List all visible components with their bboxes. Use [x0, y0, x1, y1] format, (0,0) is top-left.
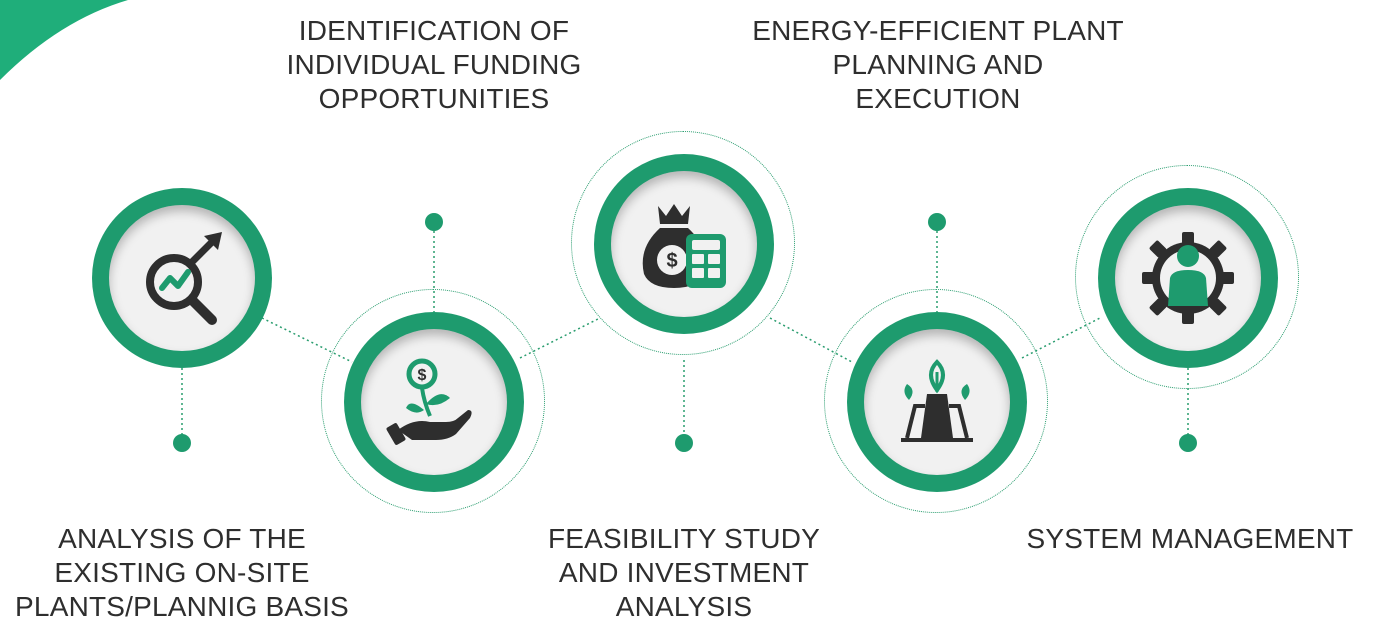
- step-2-node: $: [321, 289, 545, 513]
- stem-dot-2: [425, 213, 443, 231]
- stem-dot-5: [1179, 434, 1197, 452]
- money-plant-hand-icon: $: [386, 358, 472, 445]
- money-bag-calculator-icon: $: [642, 204, 726, 288]
- stem-dot-4: [928, 213, 946, 231]
- step-4-node: [824, 289, 1048, 513]
- step-4-halo: [824, 289, 1048, 513]
- step-5-node: [1075, 165, 1299, 389]
- step-2-label: IDENTIFICATION OF INDIVIDUAL FUNDING OPP…: [286, 15, 582, 114]
- step-3-node: $: [571, 131, 795, 355]
- step-2-halo: [321, 289, 545, 513]
- person-gear-icon: [1142, 232, 1234, 324]
- svg-text:$: $: [666, 250, 677, 272]
- stem-dot-3: [675, 434, 693, 452]
- step-1-label: ANALYSIS OF THE EXISTING ON-SITE PLANTS/…: [15, 523, 349, 622]
- step-3-label: FEASIBILITY STUDY AND INVESTMENT ANALYSI…: [547, 523, 821, 622]
- stem-dot-1: [173, 434, 191, 452]
- chart-magnifier-icon: [146, 232, 222, 325]
- step-3-halo: [571, 131, 795, 355]
- corner-accent: [0, 0, 128, 80]
- svg-text:$: $: [418, 367, 427, 384]
- step-1-node: [92, 188, 272, 368]
- step-4-label: ENERGY-EFFICIENT PLANT PLANNING AND EXEC…: [752, 15, 1124, 114]
- step-5-halo: [1075, 165, 1299, 389]
- plant-growth-icon: [901, 359, 973, 442]
- step-5-label: SYSTEM MANAGEMENT: [1026, 523, 1354, 554]
